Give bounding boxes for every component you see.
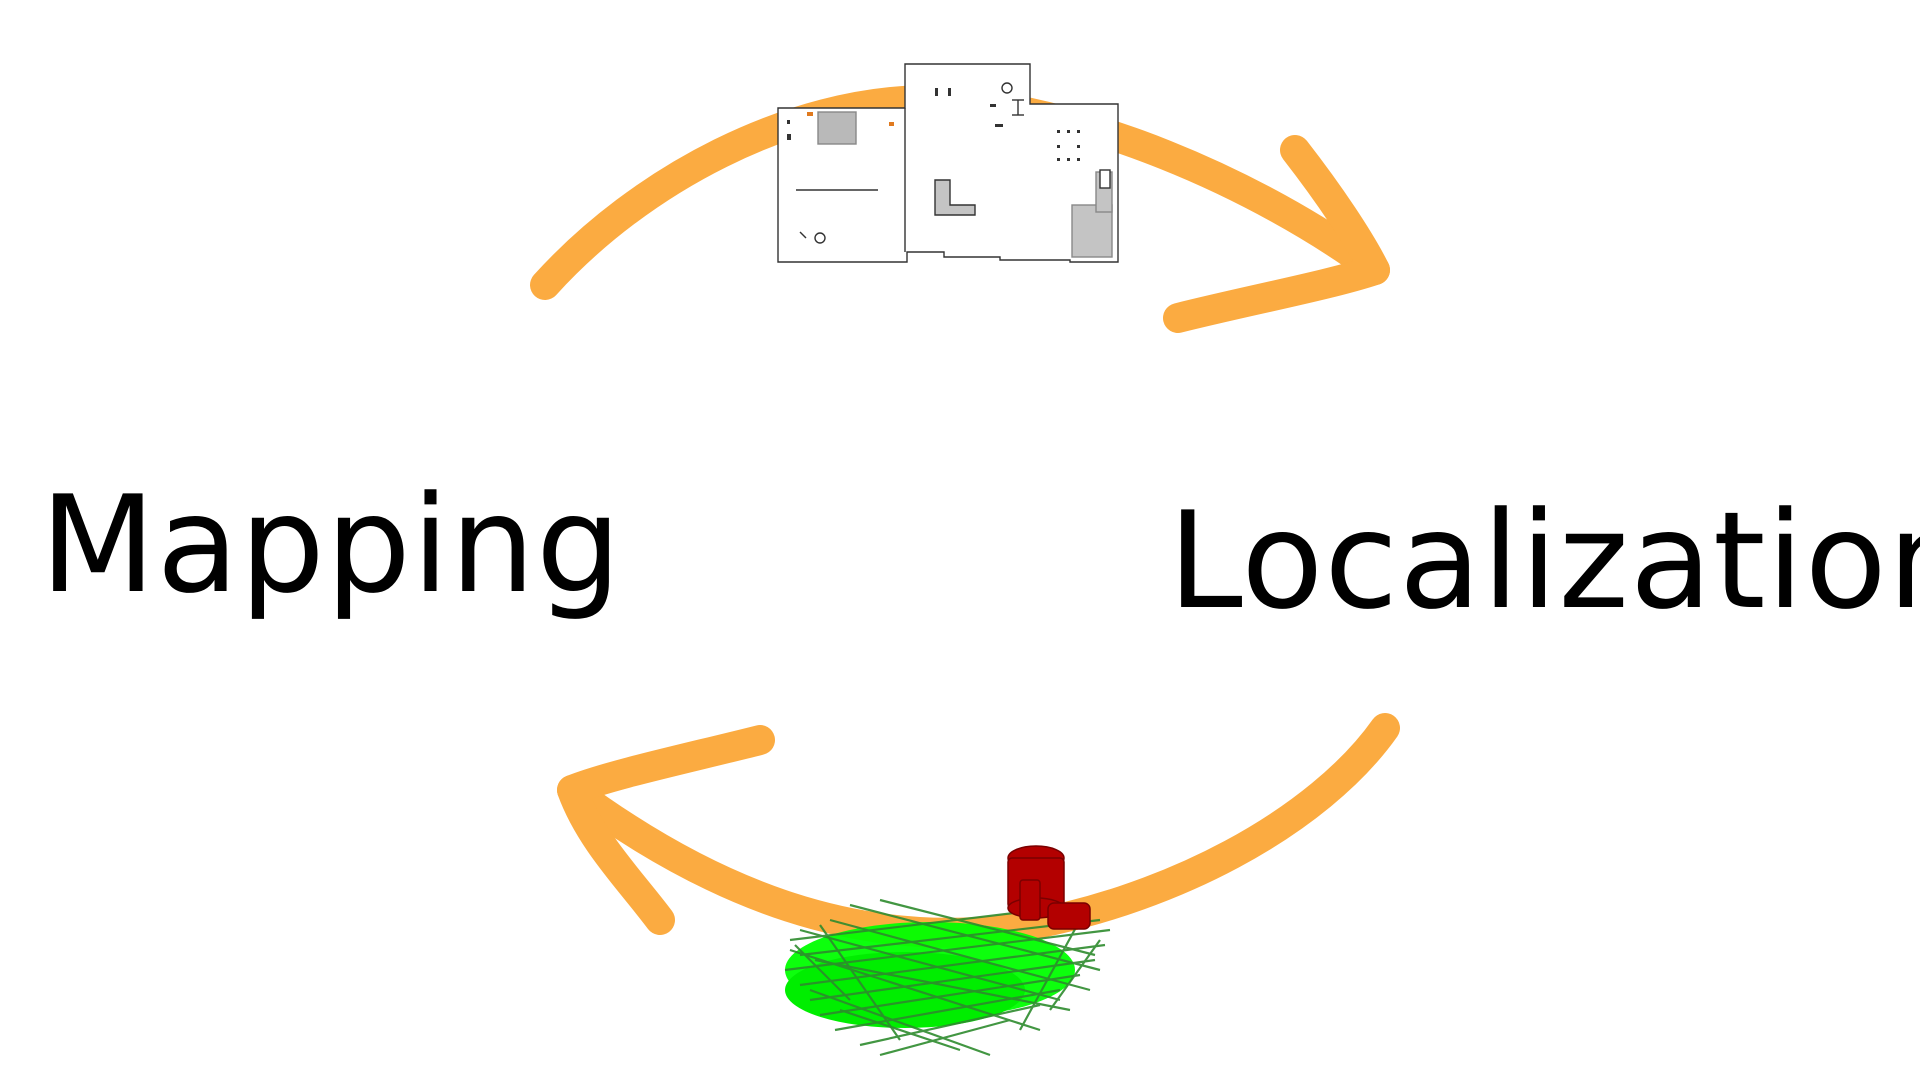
top-arrow-head — [1163, 135, 1390, 333]
robot-icon — [1007, 845, 1091, 930]
floorplan-dots — [787, 88, 1080, 161]
floorplan-dot-2 — [814, 232, 826, 244]
floorplan-outline — [777, 63, 1119, 263]
floorplan-corner-gray — [1071, 204, 1113, 258]
localization-label: Localization — [1168, 483, 1920, 639]
floorplan-tick — [799, 231, 807, 239]
floorplan-orange-mark-2 — [889, 122, 894, 126]
bottom-arrow-head — [557, 725, 775, 935]
mapping-label: Mapping — [40, 467, 623, 623]
bottom-arrow — [557, 713, 1400, 948]
particle-cloud-scribbles — [784, 898, 1111, 1057]
floorplan-map-icon — [777, 63, 1119, 263]
floorplan-room-gray — [817, 111, 857, 145]
floorplan-dot — [1001, 82, 1013, 94]
floorplan-l-wall — [934, 179, 976, 216]
particle-cloud-robot-icon — [784, 845, 1111, 1057]
particle-cloud-core-2 — [785, 952, 1025, 1028]
floorplan-orange-mark — [807, 112, 813, 116]
floorplan-small-box — [1099, 169, 1111, 189]
